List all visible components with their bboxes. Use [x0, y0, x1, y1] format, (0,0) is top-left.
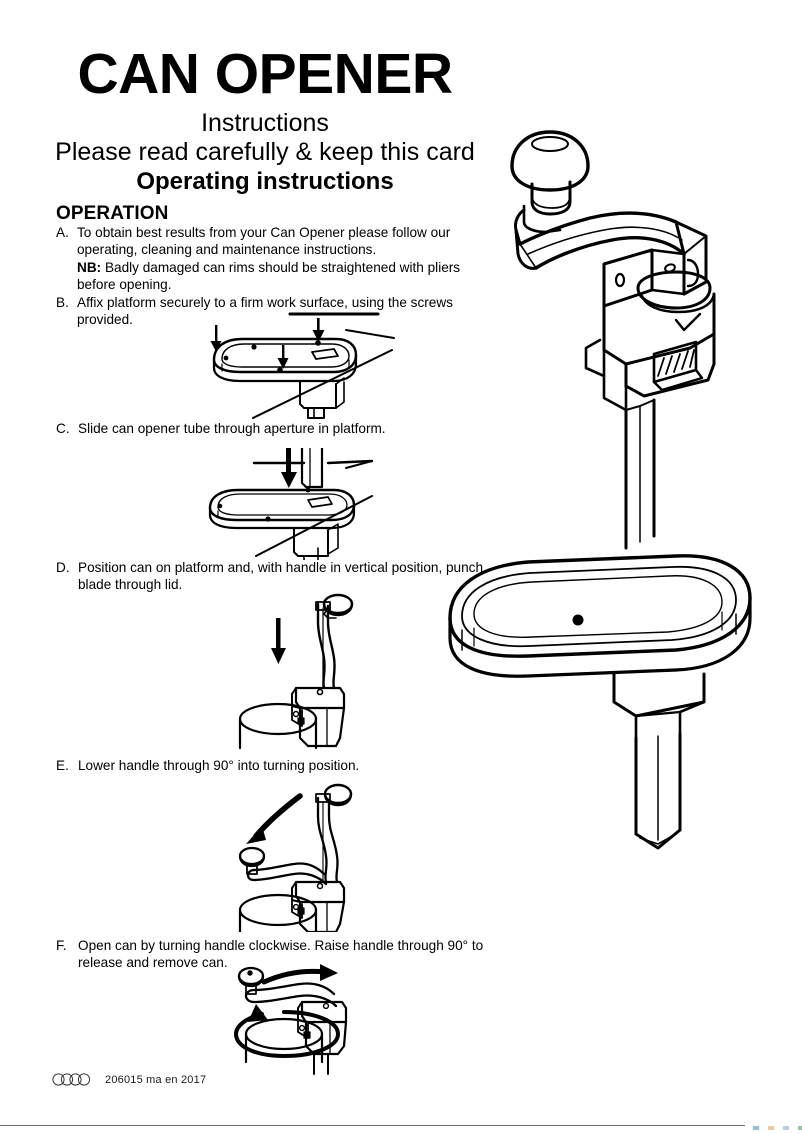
step-f-letter: F. [56, 938, 67, 953]
footer: 206015 ma en 2017 [52, 1073, 206, 1086]
down-arrow-center [277, 345, 289, 369]
subtitle-read-carefully: Please read carefully & keep this card [55, 138, 475, 166]
platform-mounting-figure [196, 308, 396, 425]
note-label: NB: [77, 259, 102, 275]
tube-insertion-drawing [208, 446, 374, 561]
step-a-letter: A. [56, 225, 69, 240]
clockwise-arrow-top [261, 964, 338, 985]
step-c: C. Slide can opener tube through apertur… [56, 420, 496, 437]
registration-marks-icon [52, 1073, 91, 1086]
lower-handle-drawing [238, 783, 353, 934]
step-a: A. To obtain best results from your Can … [56, 224, 496, 294]
bottom-divider [0, 1125, 745, 1126]
color-chip-green [798, 1126, 802, 1130]
punch-blade-figure [232, 588, 382, 755]
step-d: D. Position can on platform and, with ha… [56, 559, 496, 594]
down-arrow-group [210, 318, 325, 369]
step-e-text: Lower handle through 90° into turning po… [78, 758, 360, 773]
color-chip-blue [783, 1126, 789, 1130]
punch-blade-drawing [238, 593, 354, 750]
rotation-arrow-down [246, 793, 303, 844]
print-color-strip [753, 1126, 802, 1130]
document-header: CAN OPENER Instructions Please read care… [0, 46, 530, 196]
step-f-text: Open can by turning handle clockwise. Ra… [78, 938, 484, 971]
step-a-note: NB: Badly damaged can rims should be str… [77, 259, 496, 294]
product-overview-drawing [448, 130, 752, 850]
down-arrow-punch [271, 618, 286, 664]
subtitle-operating-instructions: Operating instructions [136, 168, 394, 195]
page-title: CAN OPENER [77, 42, 453, 106]
step-a-text: To obtain best results from your Can Ope… [77, 225, 451, 258]
step-b-text: Affix platform securely to a firm work s… [77, 294, 453, 327]
step-d-text: Position can on platform and, with handl… [78, 560, 484, 593]
down-arrow-top [312, 318, 325, 342]
color-chip-cyan [753, 1126, 759, 1130]
color-chip-yellow [768, 1126, 774, 1130]
step-b-letter: B. [56, 294, 69, 310]
step-c-letter: C. [56, 421, 70, 436]
step-d-letter: D. [56, 560, 70, 575]
lower-handle-figure [232, 782, 384, 937]
step-e: E. Lower handle through 90° into turning… [56, 757, 496, 774]
turn-handle-drawing [233, 964, 348, 1075]
footer-code: 206015 ma en 2017 [105, 1073, 207, 1086]
step-e-letter: E. [56, 758, 69, 773]
tube-insertion-figure [196, 446, 396, 565]
section-heading-operation: OPERATION [56, 203, 169, 224]
step-f: F. Open can by turning handle clockwise.… [56, 937, 496, 972]
step-c-text: Slide can opener tube through aperture i… [78, 421, 386, 436]
subtitle-instructions: Instructions [201, 109, 329, 137]
note-text: Badly damaged can rims should be straigh… [77, 259, 461, 293]
rotation-arrow-can [233, 1004, 341, 1059]
down-arrow-left [210, 325, 222, 352]
down-arrow-tube [281, 448, 297, 488]
platform-mounting-drawing [210, 312, 395, 419]
steps-list-top: A. To obtain best results from your Can … [56, 224, 496, 328]
turn-handle-figure [226, 962, 386, 1087]
product-overview-figure [440, 118, 785, 863]
step-b: B. Affix platform securely to a firm wor… [56, 294, 496, 329]
